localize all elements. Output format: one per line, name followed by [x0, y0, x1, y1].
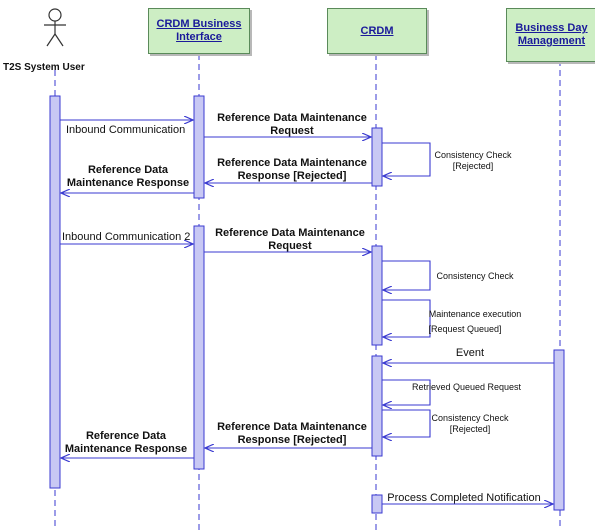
actor-name: T2S System User [3, 62, 85, 73]
label-consistency-check: Consistency Check [436, 271, 514, 281]
label-maintenance-execution: Maintenance execution [428, 309, 522, 319]
msg-consistency-check [382, 260, 431, 290]
label-retrieved-queued: Retrieved Queued Request [411, 382, 522, 392]
label-consistency-rejected-1: Consistency Check [Rejected] [434, 150, 512, 171]
participant-label: CRDM [360, 24, 394, 37]
label-ref-response-2: Reference Data Maintenance Response [64, 430, 188, 455]
msg-consistency-rejected-1 [382, 142, 431, 176]
participant-crdm-business-interface: CRDM Business Interface [148, 8, 250, 54]
label-consistency-rejected-2: Consistency Check [Rejected] [431, 413, 509, 434]
activation-user [49, 95, 61, 489]
msg-maintenance-execution [382, 299, 431, 337]
label-inbound-1: Inbound Communication [66, 124, 186, 136]
label-ref-rejected-1: Reference Data Maintenance Response [Rej… [217, 157, 367, 182]
label-ref-rejected-2: Reference Data Maintenance Response [Rej… [217, 421, 367, 446]
label-inbound-2: Inbound Communication 2 [62, 231, 191, 243]
activation-bdm [553, 349, 565, 511]
activation-interface-1 [193, 95, 205, 199]
activation-crdm-2 [371, 245, 383, 346]
participant-business-day-management: Business Day Management [506, 8, 595, 62]
participant-label: Business Day Management [515, 22, 588, 47]
activation-interface-2 [193, 225, 205, 470]
msg-retrieved-queued [382, 379, 431, 405]
label-ref-request-1: Reference Data Maintenance Request [217, 112, 367, 137]
participant-crdm: CRDM [327, 8, 427, 54]
label-process-completed: Process Completed Notification [387, 492, 541, 504]
stick-figure-icon [44, 8, 66, 47]
activation-crdm-4 [371, 494, 383, 514]
msg-consistency-rejected-2 [382, 409, 431, 437]
participant-label: CRDM Business Interface [156, 18, 242, 43]
activation-crdm-1 [371, 127, 383, 187]
label-event: Event [455, 347, 485, 359]
label-request-queued: [Request Queued] [428, 324, 502, 334]
label-ref-request-2: Reference Data Maintenance Request [215, 227, 365, 252]
label-ref-response-1: Reference Data Maintenance Response [66, 164, 190, 189]
